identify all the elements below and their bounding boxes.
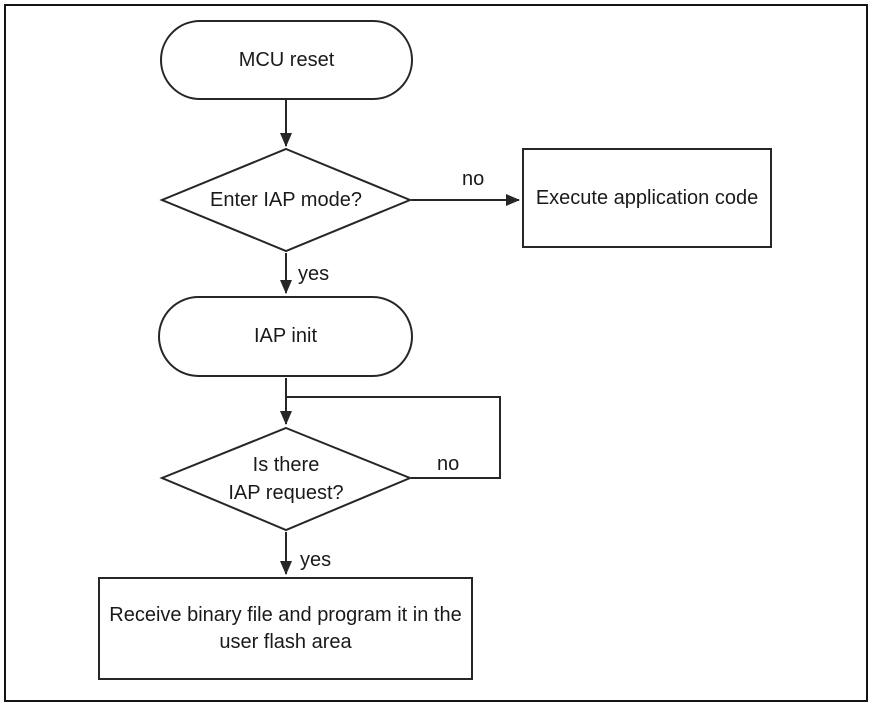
node-iap-init-label: IAP init	[254, 325, 317, 347]
edge-label-enter-iap-yes: yes	[298, 263, 330, 285]
node-execute-application-code-label: Execute application code	[535, 186, 759, 209]
decision-enter-iap-mode	[159, 147, 413, 253]
edge-label-iap-request-yes: yes	[300, 549, 332, 571]
edge-label-enter-iap-no: no	[462, 168, 485, 190]
node-execute-application-code: Execute application code	[522, 148, 772, 248]
node-iap-init: IAP init	[158, 296, 413, 377]
edge-iap-request-no-loop	[287, 396, 501, 479]
node-mcu-reset: MCU reset	[160, 20, 413, 100]
node-mcu-reset-label: MCU reset	[238, 48, 335, 71]
edge-label-iap-request-no: no	[437, 453, 460, 475]
node-receive-binary-file-label: Receive binary file and program it in th…	[109, 603, 462, 653]
decision-is-there-iap-request	[159, 426, 413, 532]
node-receive-binary-file: Receive binary file and program it in th…	[98, 577, 473, 680]
